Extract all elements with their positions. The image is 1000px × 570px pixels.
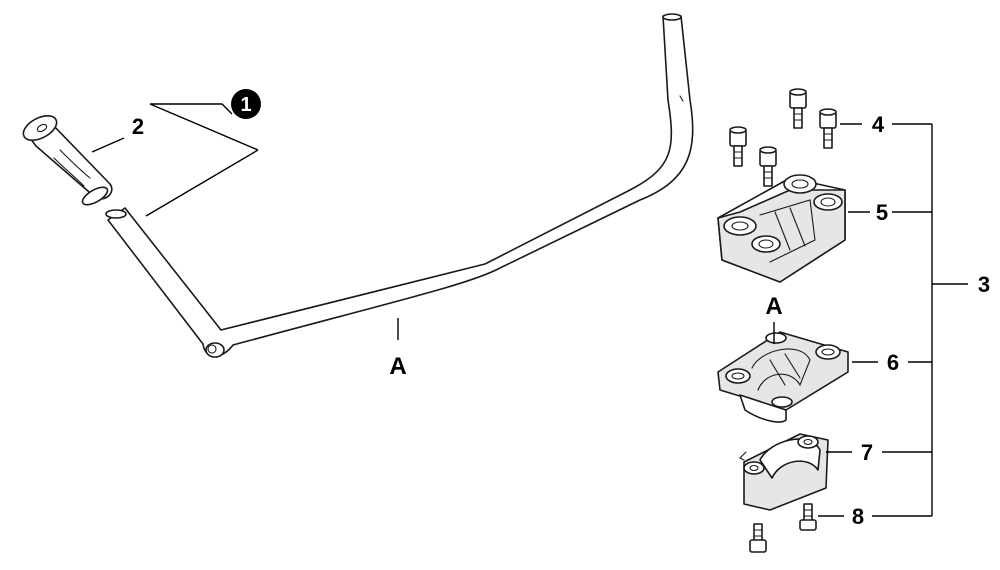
callout-2: 2 (132, 114, 144, 139)
callout-4: 4 (872, 112, 885, 137)
screw-bottom-2 (749, 523, 767, 553)
badge-circle (231, 89, 261, 119)
callout-7: 7 (861, 440, 873, 465)
handlebar-tube (105, 13, 694, 358)
screw-top-3 (729, 126, 747, 167)
callout-a-clamp: A (765, 293, 782, 320)
callout-8: 8 (852, 504, 864, 529)
callout-badge-1: 1 (231, 89, 261, 119)
middle-clamp (717, 331, 849, 423)
callout-3: 3 (978, 272, 990, 297)
badge-label: 1 (240, 94, 251, 116)
callout-6: 6 (887, 350, 899, 375)
screw-top-2 (819, 108, 837, 149)
screw-top-1 (789, 88, 807, 129)
lower-clamp (739, 433, 829, 511)
upper-clamp (717, 174, 846, 283)
grip (22, 114, 113, 206)
leader-lines (91, 103, 968, 517)
screw-bottom-1 (799, 503, 817, 531)
callout-a-handlebar: A (389, 353, 406, 380)
callout-5: 5 (876, 200, 888, 225)
screw-top-4 (759, 146, 777, 187)
